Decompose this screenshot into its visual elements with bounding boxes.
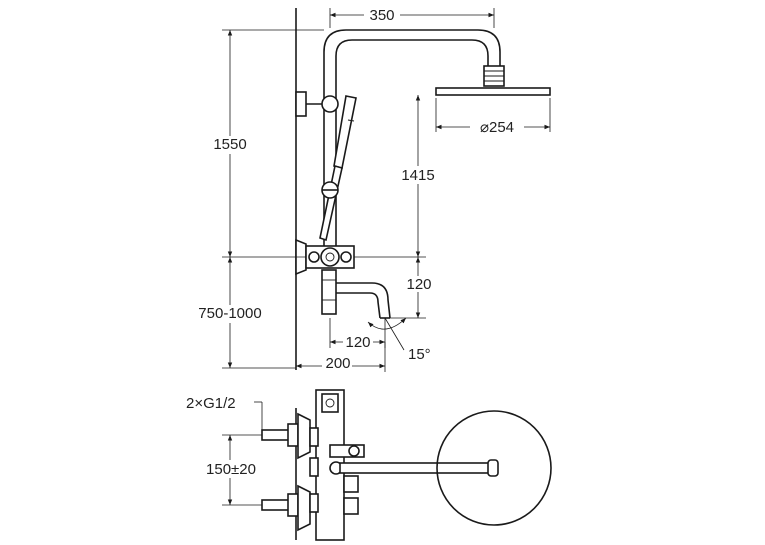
- riser-pipe: [323, 29, 501, 255]
- dim-spout-drop: 120: [406, 276, 431, 293]
- dim-mount-height: 750-1000: [198, 305, 261, 322]
- dim-inlet-thread: 2×G1/2: [186, 395, 236, 412]
- wall-bracket-top: [295, 91, 307, 117]
- dim-head-diameter: ⌀254: [480, 119, 514, 136]
- diverter-knob-right: [340, 251, 352, 263]
- bracket-clamp: [321, 95, 339, 113]
- dim-spout-angle: 15°: [408, 346, 431, 363]
- thermostat-knob: [320, 247, 340, 267]
- plan-view: [261, 389, 552, 541]
- shower-head-side: [435, 87, 551, 96]
- bath-spout: [336, 282, 391, 319]
- riser-pipe-inner: [335, 39, 489, 255]
- dim-inlet-spacing: 150±20: [206, 461, 256, 478]
- dim-spout-reach: 120: [345, 334, 370, 351]
- plan-overhead-arm: [339, 462, 493, 474]
- dim-wall-offset: 200: [325, 355, 350, 372]
- lower-valve: [321, 269, 337, 315]
- plan-dimension-lines: 2×G1/2 150±20: [186, 395, 263, 506]
- dim-total-height: 1550: [213, 136, 246, 153]
- diverter-knob-left: [308, 251, 320, 263]
- dim-head-height: 1415: [401, 167, 434, 184]
- plan-shower-head: [436, 410, 552, 526]
- side-elevation-view: [295, 8, 551, 370]
- dimension-lines: 350 ⌀254 1550 1415 120 750-1000 120: [194, 6, 551, 372]
- dim-top-width: 350: [369, 7, 394, 24]
